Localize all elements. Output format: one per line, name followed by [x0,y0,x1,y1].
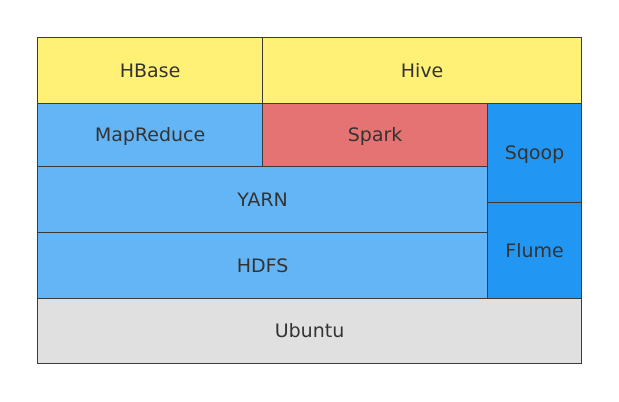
architecture-stack: HBase Hive MapReduce Spark Sqoop YARN Fl… [37,37,582,364]
sqoop-block: Sqoop [487,103,582,203]
hdfs-block: HDFS [37,232,488,299]
hive-block: Hive [262,37,582,104]
spark-block: Spark [262,103,488,167]
mapreduce-block: MapReduce [37,103,263,167]
flume-block: Flume [487,202,582,299]
yarn-block: YARN [37,166,488,233]
ubuntu-block: Ubuntu [37,298,582,364]
hbase-block: HBase [37,37,263,104]
